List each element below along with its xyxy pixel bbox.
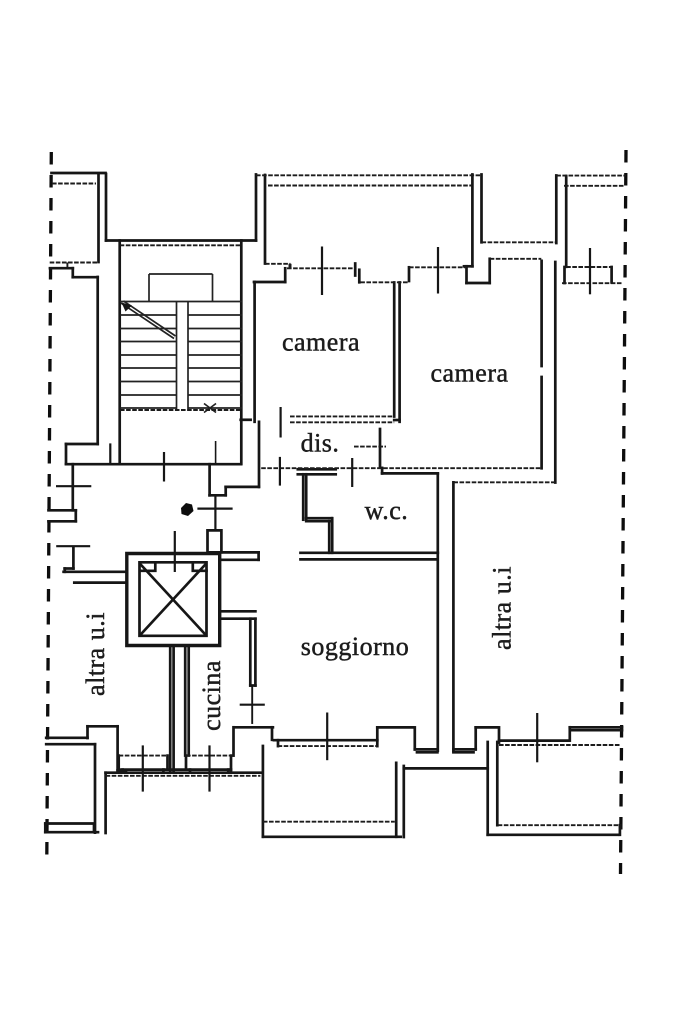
svg-text:altra u.i: altra u.i xyxy=(81,612,110,696)
svg-text:w.c.: w.c. xyxy=(365,496,409,525)
svg-text:dis.: dis. xyxy=(301,429,340,458)
svg-text:soggiorno: soggiorno xyxy=(301,632,410,661)
svg-text:camera: camera xyxy=(430,359,508,388)
svg-text:cucina: cucina xyxy=(197,660,226,731)
svg-text:camera: camera xyxy=(282,328,360,357)
svg-text:altra u.i: altra u.i xyxy=(488,566,517,650)
